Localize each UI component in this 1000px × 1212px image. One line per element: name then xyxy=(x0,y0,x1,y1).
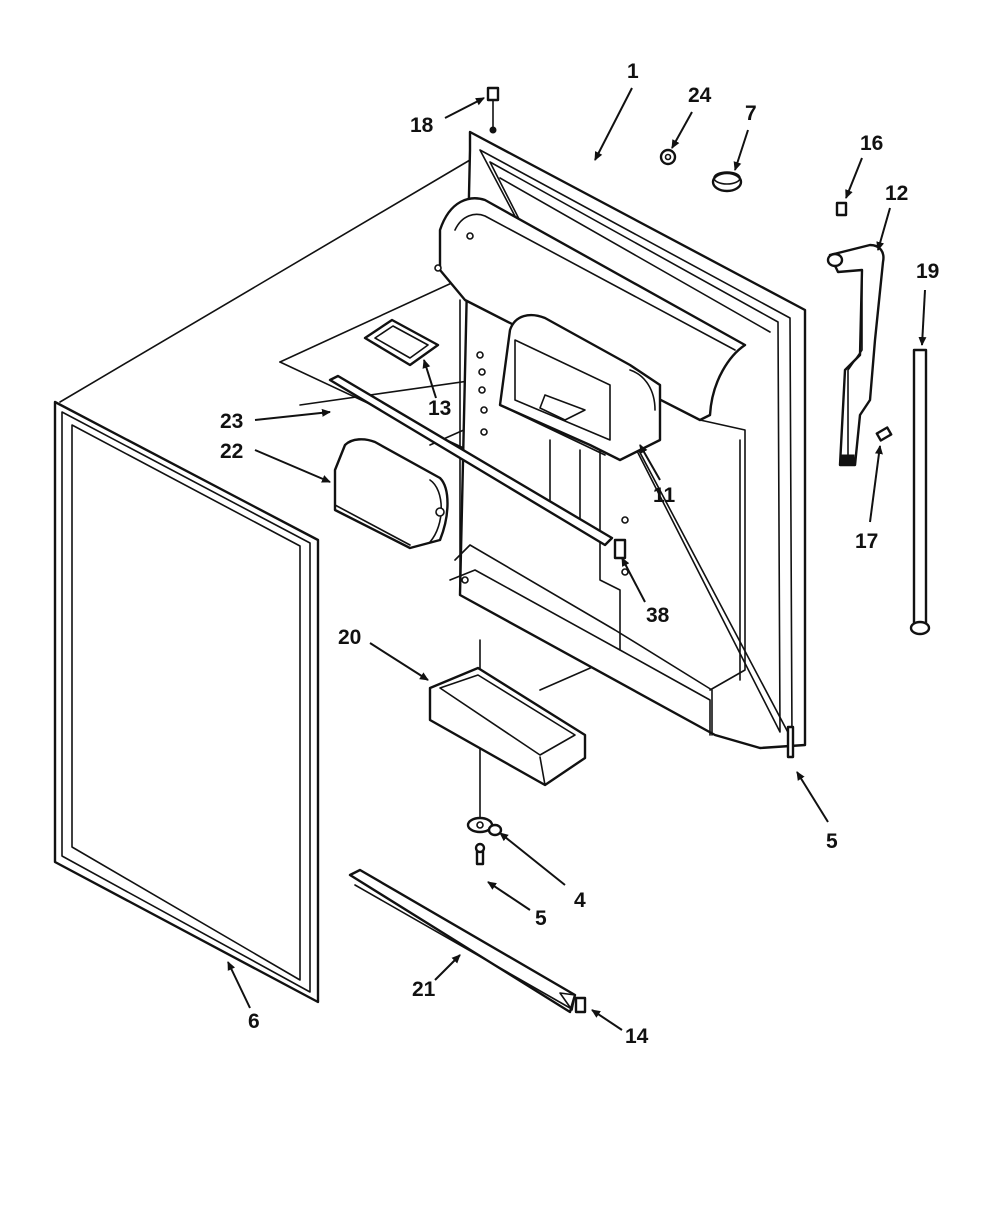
screw-part-16 xyxy=(835,201,848,217)
callout-21: 21 xyxy=(412,978,436,1001)
callout-12: 12 xyxy=(885,182,908,205)
clip-part-38 xyxy=(613,538,627,560)
callout-19: 19 xyxy=(916,260,939,283)
callout-18: 18 xyxy=(410,114,434,137)
callout-14: 14 xyxy=(625,1025,649,1048)
callout-7: 7 xyxy=(745,102,757,125)
rail-part-23 xyxy=(328,374,614,547)
callout-labels: 1 24 7 18 16 12 19 13 23 22 11 17 38 20 … xyxy=(220,60,939,1048)
hinge-part-4 xyxy=(466,816,503,837)
handle-part-12 xyxy=(826,243,885,467)
door-bin-part-20 xyxy=(428,666,587,787)
dairy-cover-part-22 xyxy=(333,438,449,550)
callout-20: 20 xyxy=(338,626,361,649)
callout-1: 1 xyxy=(627,60,639,83)
callout-11: 11 xyxy=(653,484,676,507)
callout-24: 24 xyxy=(688,84,712,107)
mounting-holes xyxy=(434,232,629,584)
callout-5-right: 5 xyxy=(826,830,838,853)
compartment-part-11 xyxy=(498,314,662,531)
callout-6: 6 xyxy=(248,1010,260,1033)
callout-13: 13 xyxy=(428,397,451,420)
plug-part-7 xyxy=(711,171,743,193)
callout-17: 17 xyxy=(855,530,878,553)
screw-part-5-bottom xyxy=(474,842,486,866)
bottom-rail-part-21 xyxy=(348,868,577,1014)
door-gasket-part-6 xyxy=(53,400,320,1004)
nut-part-24 xyxy=(659,148,677,166)
tray-part-13 xyxy=(363,318,440,367)
callout-5-bottom: 5 xyxy=(535,907,547,930)
trim-strip-part-19 xyxy=(909,348,931,636)
screw-part-5-right xyxy=(786,725,795,759)
end-cap-part-14 xyxy=(574,996,587,1014)
callout-22: 22 xyxy=(220,440,243,463)
callout-38: 38 xyxy=(646,604,670,627)
leader-lines xyxy=(227,87,927,1031)
screw-part-17 xyxy=(875,426,893,442)
callout-4: 4 xyxy=(574,889,586,912)
callout-16: 16 xyxy=(860,132,883,155)
callout-23: 23 xyxy=(220,410,243,433)
screw-part-18 xyxy=(486,86,500,134)
